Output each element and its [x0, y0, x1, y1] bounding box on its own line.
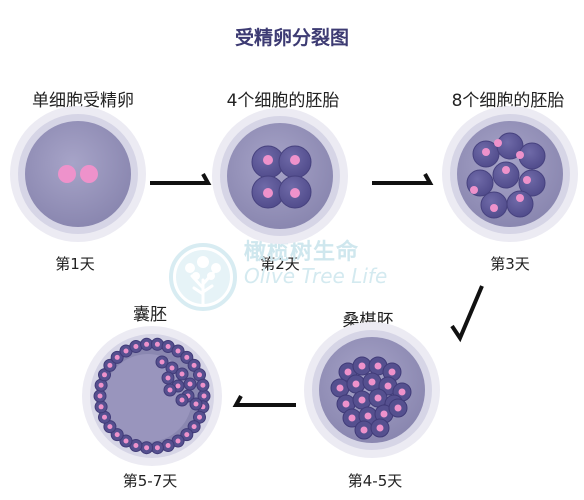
nucleus: [394, 404, 402, 412]
stage-day-2: 第2天: [260, 255, 300, 273]
arrow-3-to-4: [450, 285, 484, 343]
stage-day-5: 第5-7天: [122, 472, 178, 490]
watermark: 橄榄树生命 Olive Tree Life: [168, 232, 398, 322]
nucleus: [133, 344, 139, 349]
morula-cells: [330, 356, 412, 440]
nucleus: [342, 400, 350, 408]
nucleus: [175, 348, 181, 354]
nucleus: [154, 341, 160, 347]
watermark-en: Olive Tree Life: [244, 264, 388, 288]
nucleus: [144, 445, 150, 451]
nucleus: [398, 388, 406, 396]
nucleus: [368, 378, 376, 386]
nucleus: [179, 371, 185, 377]
nucleus: [191, 424, 197, 430]
nucleus: [193, 401, 199, 407]
four-cell-embryo: [212, 108, 348, 244]
nucleus: [114, 432, 120, 438]
nucleus: [352, 380, 360, 388]
stage-day-4: 第4-5天: [347, 472, 403, 490]
arrow-1-to-2: [150, 173, 212, 185]
nucleus: [364, 412, 372, 420]
eight-cell-embryo: [442, 106, 578, 242]
nucleus: [358, 362, 366, 370]
nucleus: [360, 426, 368, 434]
nucleus: [200, 382, 206, 388]
stage-day-3: 第3天: [490, 255, 530, 273]
nucleus: [102, 372, 107, 378]
nucleus: [374, 394, 382, 402]
nucleus: [187, 381, 193, 387]
pronucleus: [58, 165, 76, 183]
nucleus: [201, 393, 207, 399]
nucleus: [336, 384, 344, 392]
nucleus: [197, 414, 202, 420]
stage-label-1: 单细胞受精卵: [32, 91, 134, 111]
nucleus: [184, 354, 190, 360]
nucleus: [123, 438, 129, 444]
nucleus: [388, 368, 396, 376]
nucleus: [358, 396, 366, 404]
stage-day-1: 第1天: [55, 255, 95, 273]
nucleus: [98, 404, 104, 410]
nucleus: [184, 432, 190, 438]
stage-label-3: 8个细胞的胚胎: [451, 91, 565, 111]
watermark-cn: 橄榄树生命: [244, 240, 360, 265]
olive-tree-logo-icon: [169, 243, 237, 311]
pronucleus: [80, 165, 98, 183]
blastocyst-cells: [93, 337, 211, 455]
nucleus: [154, 445, 160, 451]
nucleus: [191, 362, 197, 368]
arrow-4-to-5: [232, 395, 296, 407]
nucleus: [179, 397, 185, 403]
nucleus: [165, 443, 171, 448]
nucleus: [175, 438, 181, 444]
nucleus: [102, 414, 107, 420]
nucleus: [169, 365, 175, 371]
nucleus: [97, 393, 103, 399]
nucleus: [107, 362, 113, 368]
nucleus: [165, 375, 171, 381]
nucleus: [374, 362, 382, 370]
nucleus: [167, 387, 173, 393]
nucleus: [159, 359, 165, 365]
nucleus: [123, 348, 129, 354]
nucleus: [175, 383, 181, 389]
arrow-2-to-3: [372, 173, 434, 185]
nucleus: [376, 424, 384, 432]
nucleus: [348, 414, 356, 422]
nucleus: [344, 368, 352, 376]
stage-label-5: 囊胚: [133, 305, 167, 325]
nucleus: [107, 424, 113, 430]
diagram-title: 受精卵分裂图: [234, 27, 349, 49]
nucleus: [165, 344, 171, 349]
nucleus: [384, 382, 392, 390]
nucleus: [114, 354, 120, 360]
nucleus: [98, 382, 104, 388]
stage-label-2: 4个细胞的胚胎: [226, 91, 340, 111]
nucleus: [133, 443, 139, 448]
nucleus: [380, 410, 388, 418]
nucleus: [144, 341, 150, 347]
zygote-embryo: [10, 106, 146, 242]
nucleus: [197, 372, 202, 378]
